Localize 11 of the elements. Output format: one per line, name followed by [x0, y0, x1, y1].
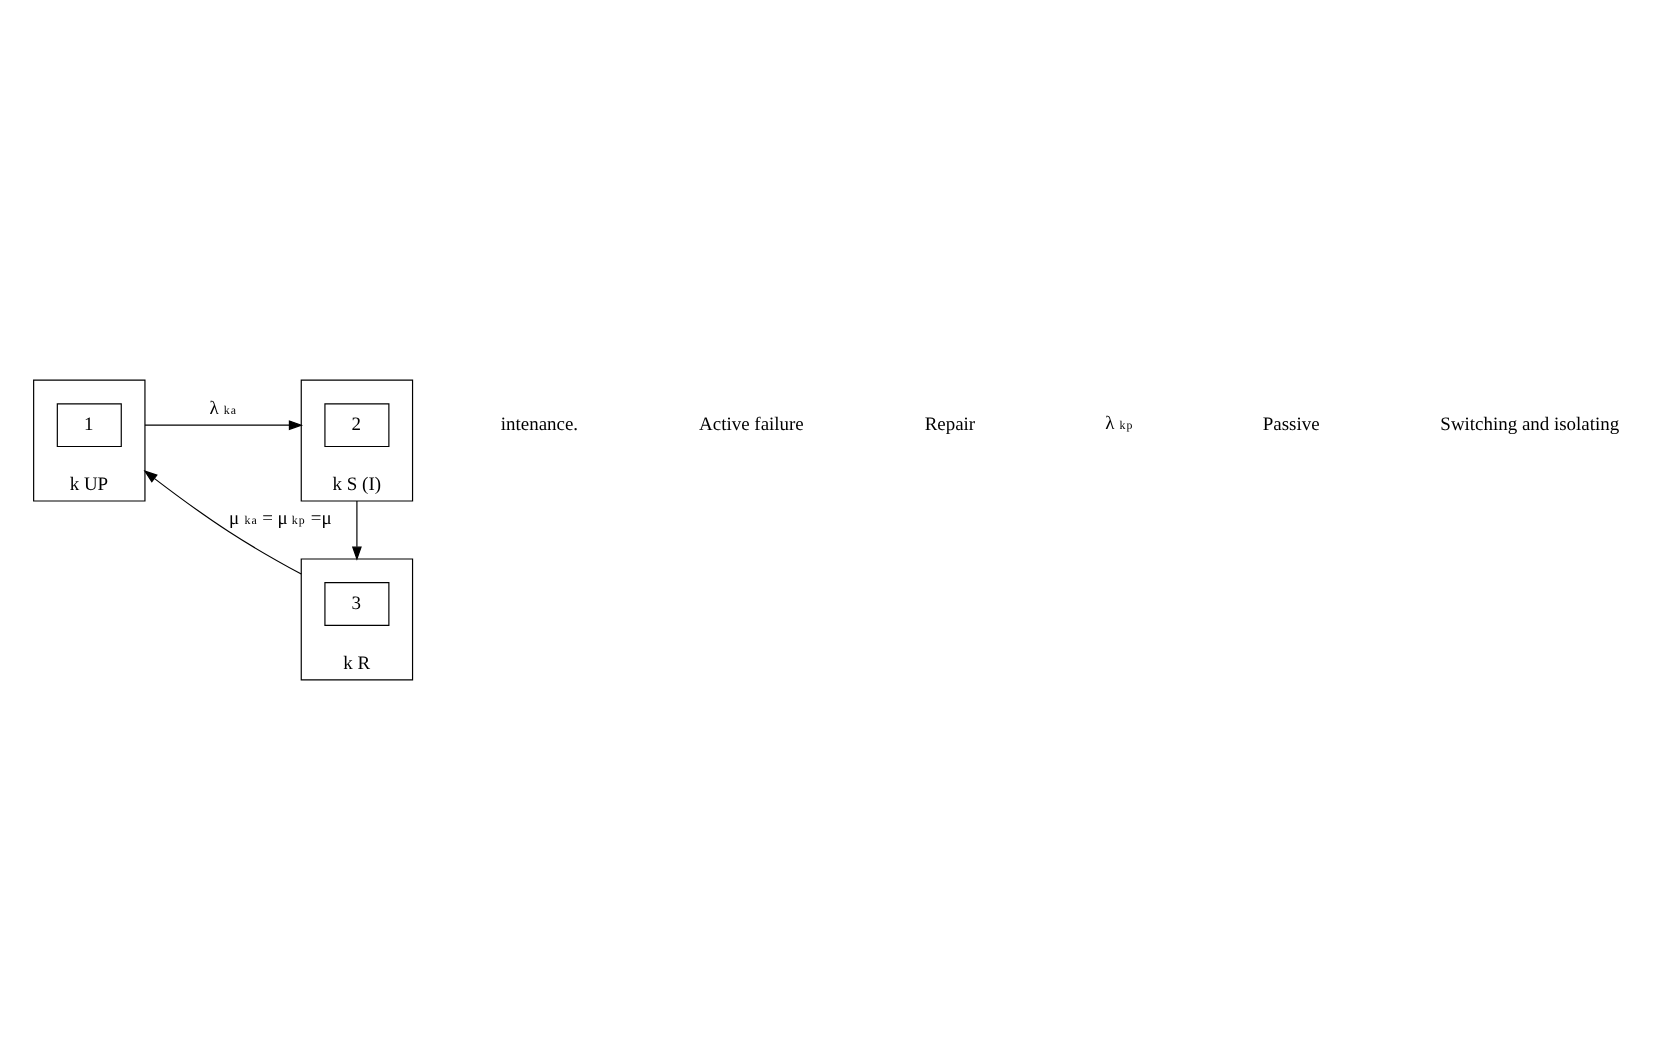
label: Switching and isolating — [1440, 414, 1620, 435]
arrow — [351, 499, 362, 560]
node-box: 1 — [56, 402, 122, 447]
label: Active failure — [699, 414, 804, 435]
arrow — [143, 469, 302, 574]
label: Repair — [924, 414, 976, 435]
label: intenance. — [500, 414, 579, 435]
label: Passive — [1262, 414, 1320, 435]
node-box: 2 — [324, 402, 390, 447]
node-box: 3 — [324, 581, 390, 625]
arrow — [144, 419, 304, 430]
